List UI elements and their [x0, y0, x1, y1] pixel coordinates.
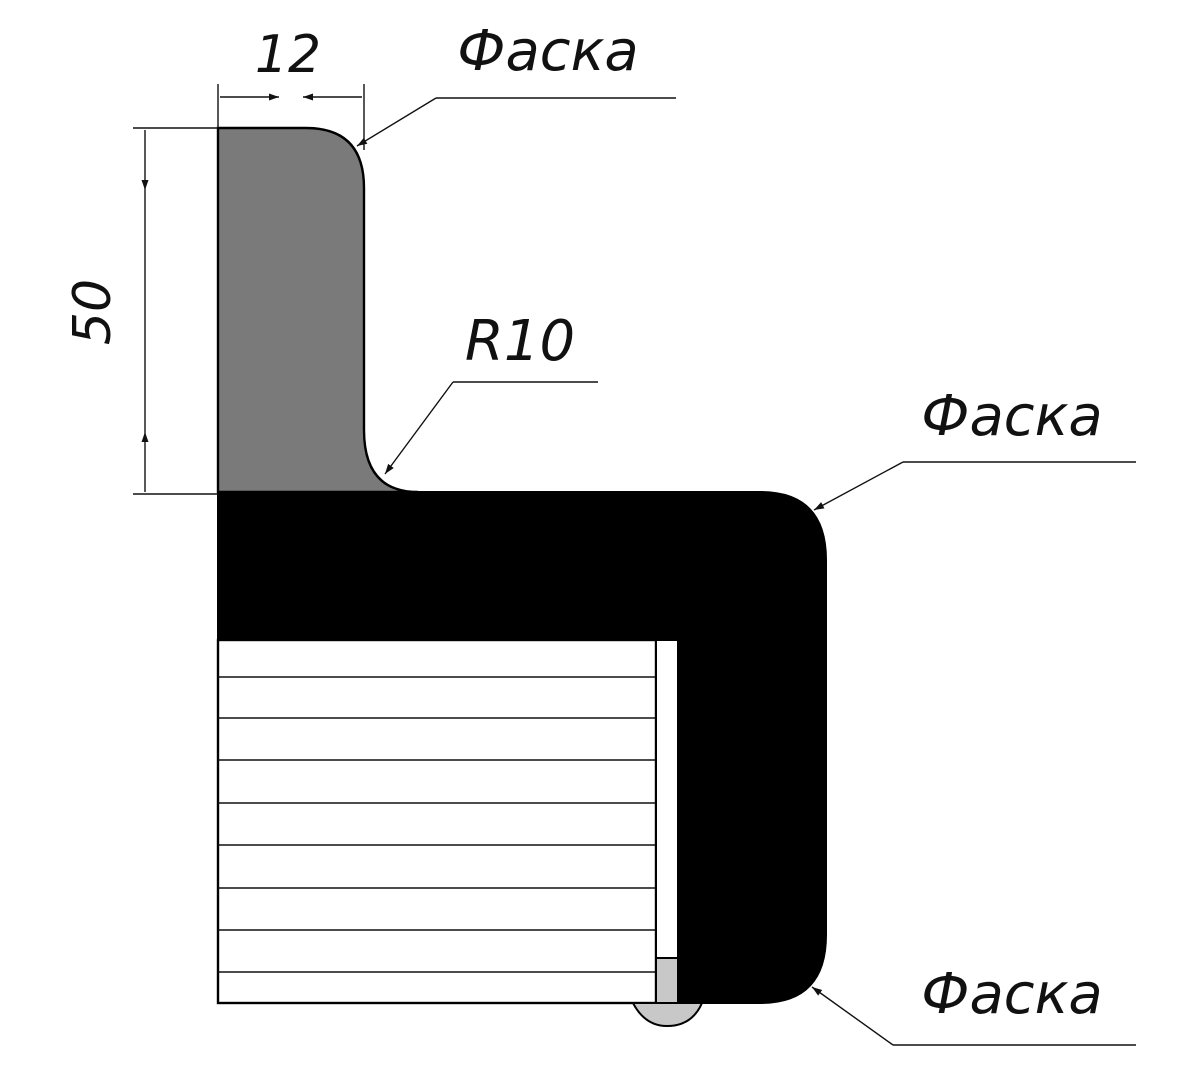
chamfer-callout-top: Фаска: [356, 19, 676, 147]
insert-panel: [216, 638, 658, 1005]
width-dimension: 12: [217, 25, 365, 150]
black-profile: [217, 491, 827, 1004]
chamfer-callout-bottom: Фаска: [811, 962, 1136, 1046]
chamfer-right-label: Фаска: [921, 384, 1102, 449]
chamfer-bottom-label: Фаска: [921, 962, 1102, 1027]
radius-callout: R10: [384, 309, 598, 475]
seal: [631, 639, 704, 1028]
chamfer-callout-right: Фаска: [813, 384, 1136, 511]
height-dimension: 50: [63, 127, 218, 495]
width-label: 12: [255, 25, 321, 85]
height-label: 50: [63, 279, 123, 345]
chamfer-top-label: Фаска: [457, 19, 638, 84]
gray-profile: [216, 126, 419, 494]
radius-label: R10: [465, 309, 575, 374]
